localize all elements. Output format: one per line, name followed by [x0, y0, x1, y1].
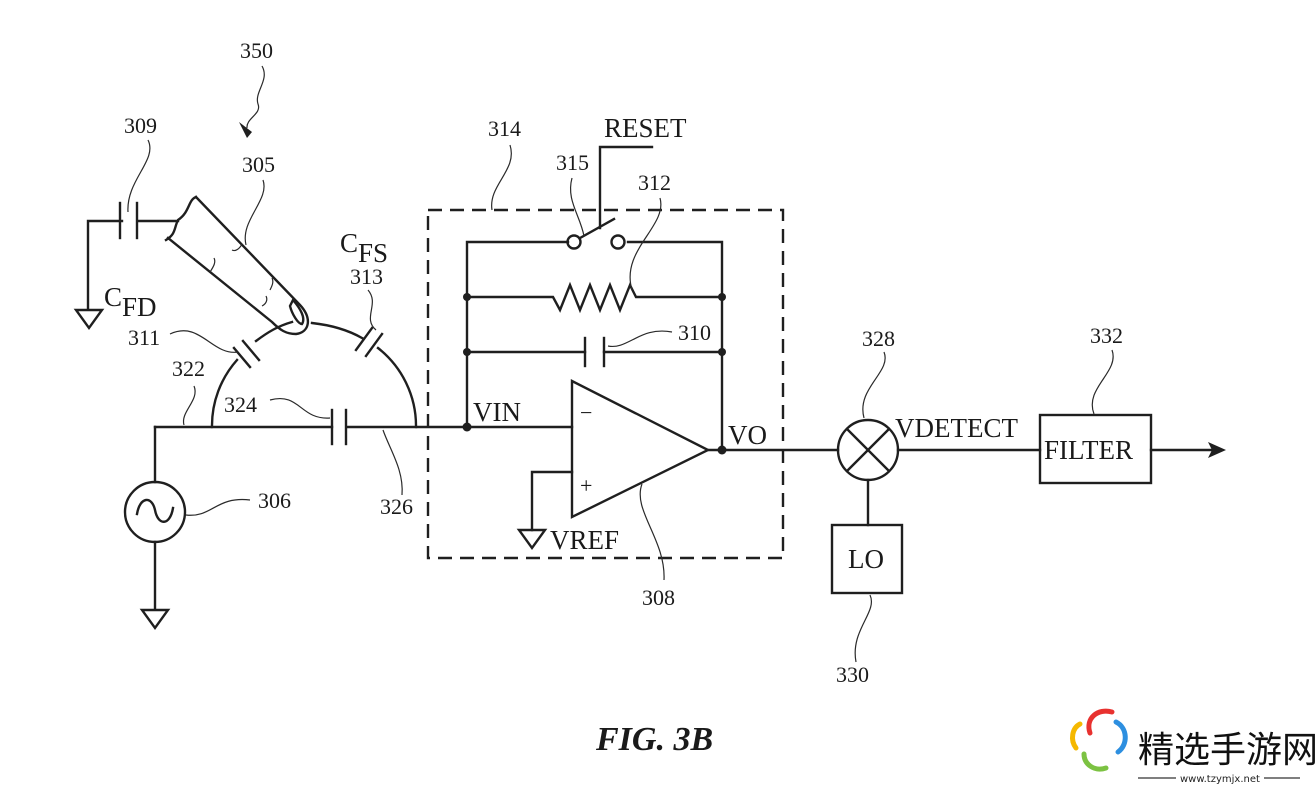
switch-blade: [578, 217, 616, 240]
cfd-label: CFD: [104, 282, 157, 322]
cap-313-plate-b: [364, 332, 384, 358]
watermark-logo-icon: [1070, 708, 1128, 772]
cap-311-plate-b: [241, 339, 261, 362]
output-arrow-icon: [1208, 442, 1226, 458]
ref-324: 324: [224, 392, 257, 417]
lo-label: LO: [848, 544, 884, 574]
leader-315: [570, 177, 585, 237]
arrow-350-icon: [239, 122, 252, 138]
leader-309: [127, 139, 151, 213]
ref-328: 328: [862, 326, 895, 351]
ac-source-icon: [123, 480, 187, 544]
junction-dot: [718, 293, 726, 301]
cap-313-plate-a: [354, 326, 374, 352]
junction-dot: [463, 348, 471, 356]
leader-306: [185, 498, 251, 516]
ref-350: 350: [240, 38, 273, 63]
ref-315: 315: [556, 150, 589, 175]
cfs-label: CFS: [340, 228, 388, 268]
ref-326: 326: [380, 494, 413, 519]
mixer-cross: [845, 427, 891, 473]
filter-label: FILTER: [1044, 435, 1133, 465]
ref-312: 312: [638, 170, 671, 195]
leader-330: [854, 594, 872, 663]
leader-328: [862, 351, 886, 419]
wire-reset: [598, 145, 654, 230]
arc-right: [376, 346, 418, 429]
finger-icon: [164, 195, 309, 336]
arc-left-lower: [210, 358, 239, 429]
reset-label: RESET: [604, 113, 687, 143]
watermark-text: 精选手游网: [1138, 730, 1315, 771]
op-amp-icon: [570, 379, 711, 519]
junction-dot: [463, 293, 471, 301]
watermark-url: www.tzymjx.net: [1180, 774, 1260, 785]
sense-amp-box: [426, 208, 785, 560]
leader-308: [639, 483, 665, 581]
op-amp-plus: +: [580, 473, 592, 498]
leader-311: [169, 330, 239, 353]
leader-305: [244, 179, 265, 246]
cap-311-plate-a: [232, 346, 252, 369]
ground-source-icon: [139, 608, 171, 631]
leader-326: [382, 429, 403, 496]
wire-feedback-outer: [465, 240, 724, 452]
ref-308: 308: [642, 585, 675, 610]
ref-305: 305: [242, 152, 275, 177]
leader-314: [491, 144, 512, 211]
switch-contact-b: [610, 234, 626, 250]
ref-332: 332: [1090, 323, 1123, 348]
switch-contact-a: [566, 234, 582, 250]
arc-left-upper: [254, 320, 294, 343]
figure-caption: FIG. 3B: [595, 721, 713, 758]
vdetect-label: VDETECT: [895, 413, 1018, 443]
leader-332: [1091, 349, 1114, 415]
wire-vref: [530, 470, 574, 532]
watermark: 精选手游网 www.tzymjx.net: [1070, 708, 1315, 785]
leader-350: [246, 65, 265, 129]
leader-312: [629, 197, 662, 291]
vo-label: VO: [728, 420, 767, 450]
sine-icon: [135, 498, 175, 523]
ref-322: 322: [172, 356, 205, 381]
ref-314: 314: [488, 116, 521, 141]
arc-top: [310, 321, 364, 340]
leader-324: [269, 398, 331, 419]
leader-310: [607, 330, 673, 347]
ref-330: 330: [836, 662, 869, 687]
vin-label: VIN: [473, 397, 521, 427]
ref-306: 306: [258, 488, 291, 513]
leader-322: [182, 385, 196, 426]
resistor-312: [465, 281, 724, 314]
ref-309: 309: [124, 113, 157, 138]
op-amp-minus: −: [580, 400, 592, 425]
lo-block: [830, 523, 904, 595]
ground-vref-icon: [516, 528, 548, 551]
ref-310: 310: [678, 320, 711, 345]
vref-label: VREF: [550, 525, 619, 555]
wire-cfd: [86, 219, 180, 310]
leader-313: [367, 289, 377, 331]
ref-313: 313: [350, 264, 383, 289]
ref-311: 311: [128, 325, 160, 350]
junction-dot: [718, 348, 726, 356]
ground-cfd-icon: [73, 308, 105, 331]
